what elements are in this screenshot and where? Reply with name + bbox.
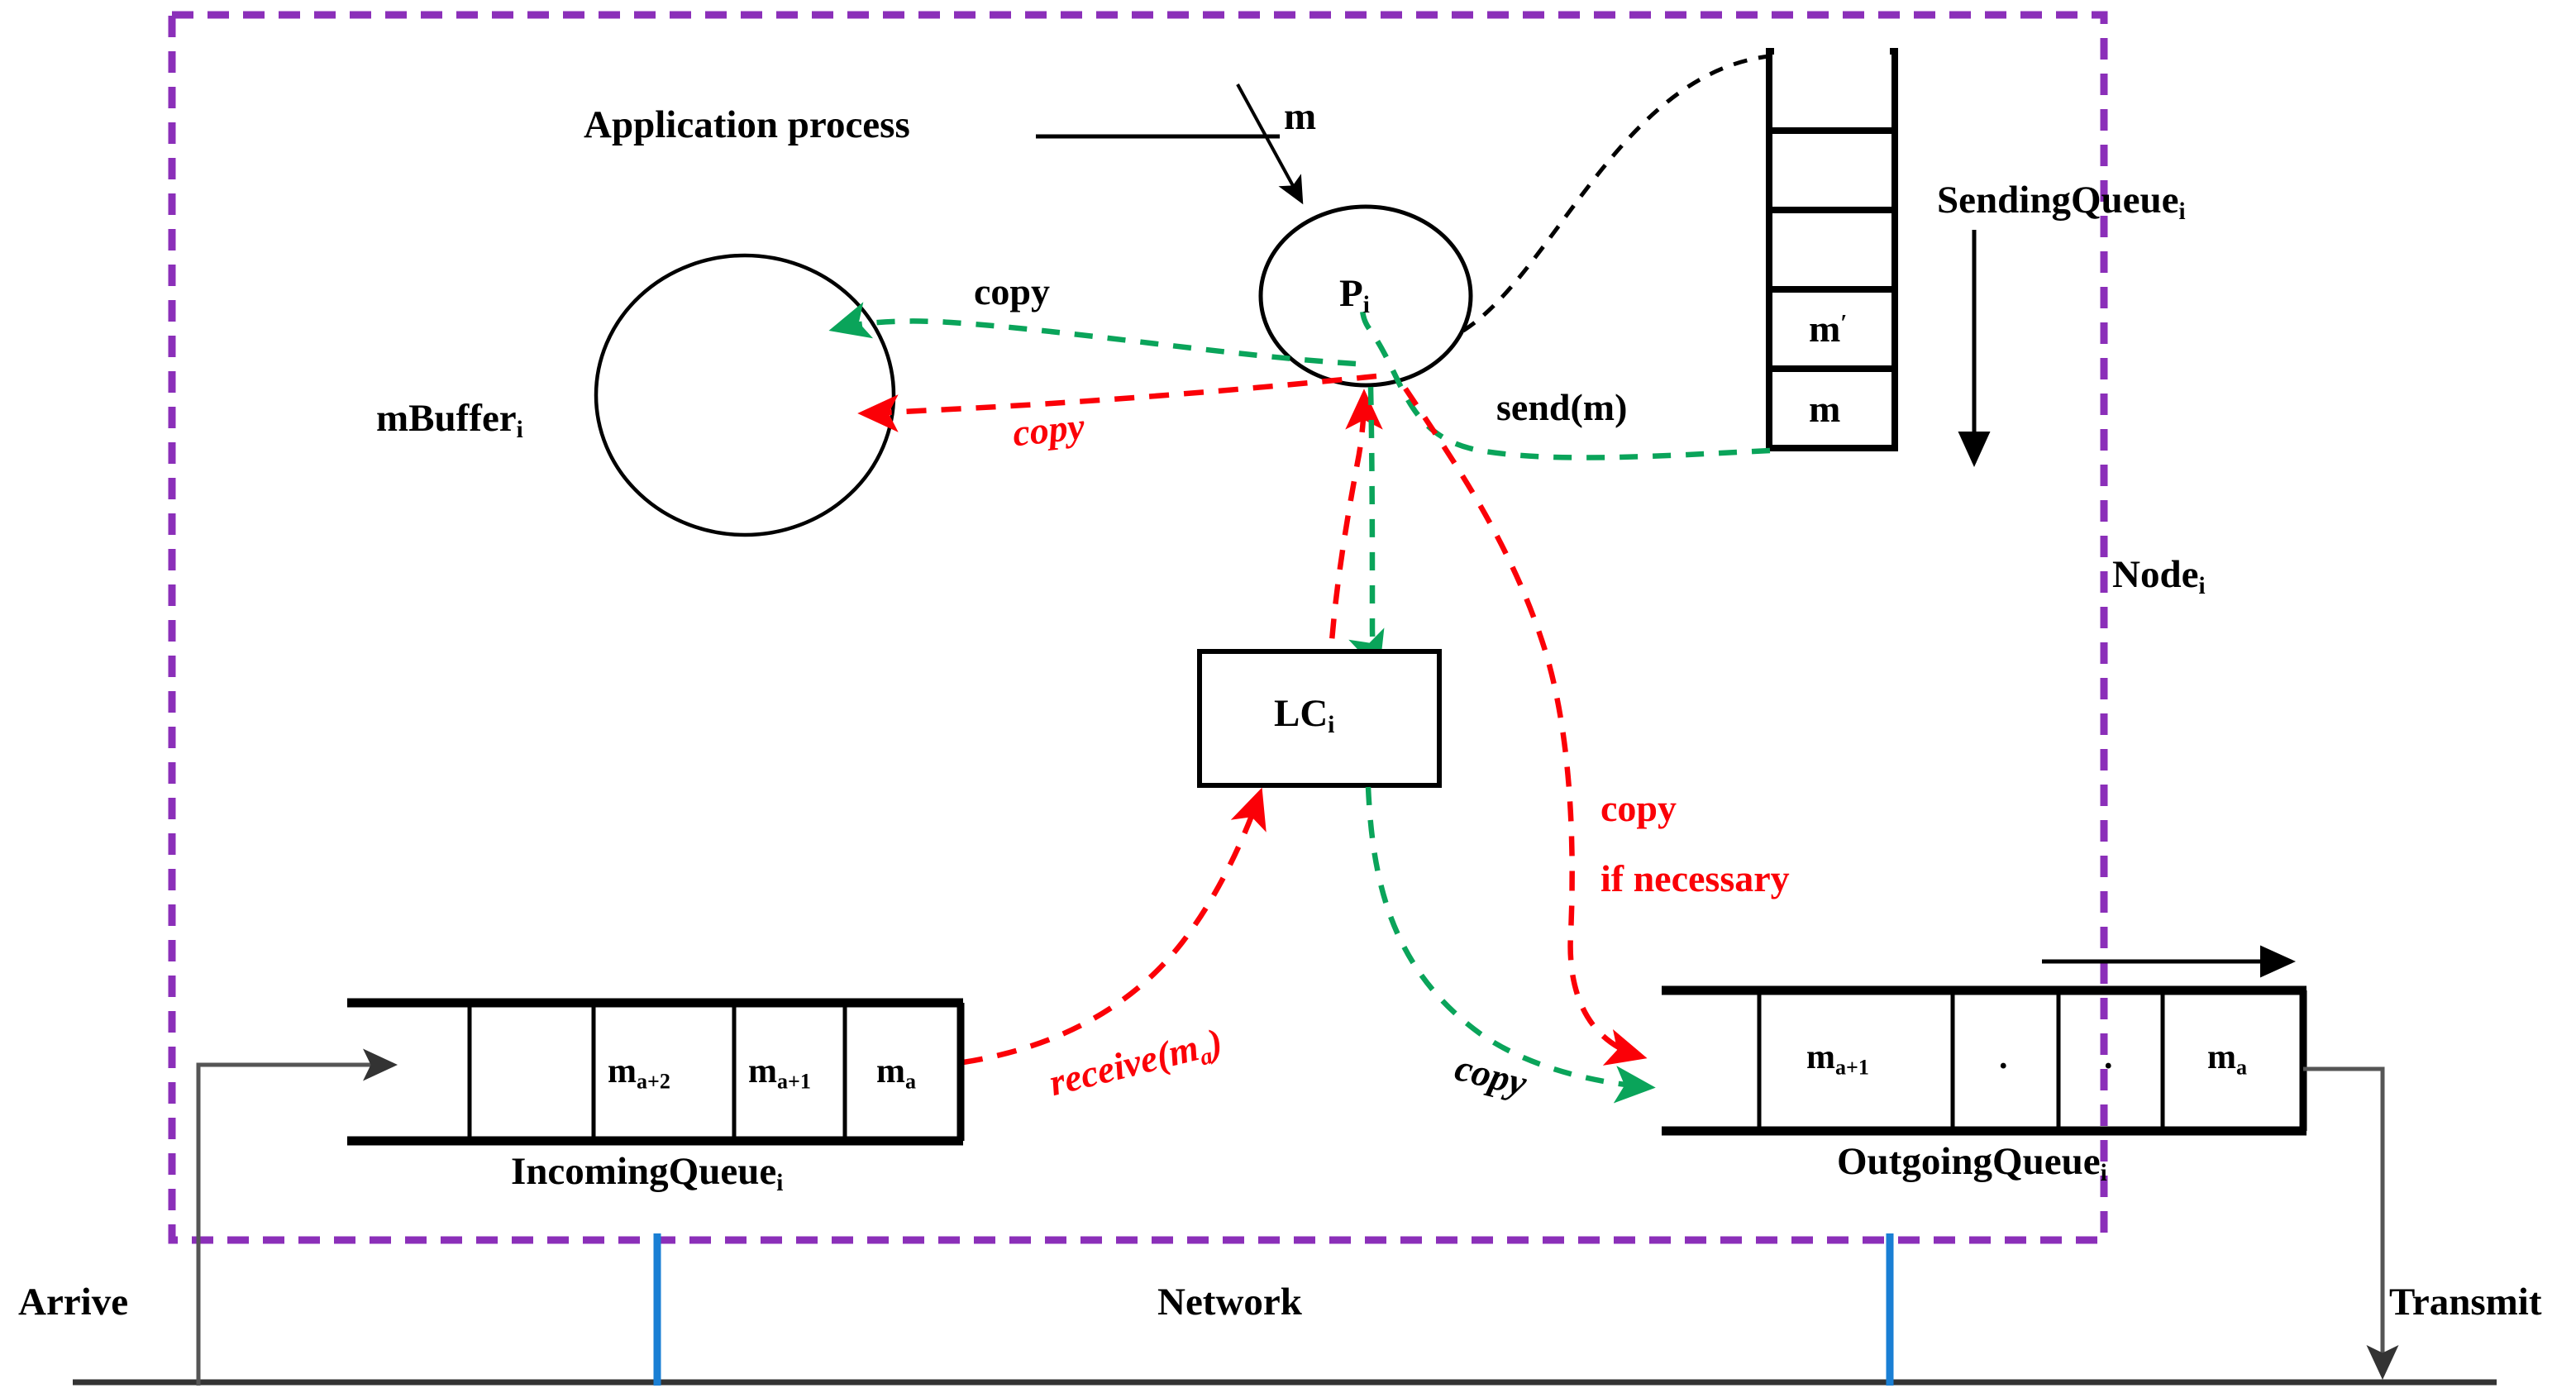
red-arrow-into-process [1326,389,1383,778]
incoming-queue-label: IncomingQueuei [511,1150,784,1197]
send-m-label: send(m) [1496,386,1628,428]
copy-red-label: copy [1010,404,1087,455]
mbuffer-label: mBufferi [376,397,523,444]
sending-queue-cell-m: m [1809,388,1841,430]
lc-box [1197,649,1442,788]
copy-red-to-mbuffer [857,373,1377,432]
sending-queue-cell-m-prime: m′ [1809,308,1848,350]
incoming-queue-box [347,998,965,1146]
copy-green-to-outgoing [1365,786,1656,1104]
sending-queue-box [1766,47,1898,451]
copy-if-necessary-line1: copy [1600,787,1677,829]
node-boundary [168,11,2108,1244]
node-label: Nodei [2112,553,2206,600]
copy-green-to-mbuffer [828,302,1357,367]
process-to-lc-flow [1348,386,1385,673]
process-label: Pi [1339,272,1370,319]
mbuffer-circle [594,253,896,537]
process-circle [1258,204,1473,388]
receive-flow [962,787,1267,1066]
outgoing-queue-cell-3: ma [2207,1038,2248,1080]
incoming-queue-cell-1: ma+2 [608,1052,670,1094]
outgoing-queue-box [1662,985,2307,1136]
copy-if-necessary-line2: if necessary [1600,857,1790,899]
incoming-queue-cell-3: ma [876,1052,917,1094]
transmit-path [2303,1066,2399,1380]
process-to-sendingqueue-curve [1462,53,1860,333]
send-m-flow [1359,307,1771,460]
outgoing-queue-cell-0: ma+1 [1806,1038,1869,1080]
arrive-path [196,1048,398,1386]
copy-green-label: copy [974,270,1050,312]
outgoing-queue-label: OutgoingQueuei [1837,1140,2107,1187]
arrive-label: Arrive [18,1281,129,1324]
outgoing-queue-cell-2: . [2104,1038,2113,1076]
lc-label: LCi [1274,692,1335,739]
message-m-label: m [1284,95,1317,138]
outgoing-queue-cell-1: . [1999,1038,2008,1076]
m-arrow [1236,83,1304,205]
transmit-label: Transmit [2389,1281,2542,1324]
incoming-queue-cell-2: ma+1 [748,1052,811,1094]
network-label: Network [1157,1281,1302,1324]
application-process-label: Application process [584,103,910,146]
sending-queue-label: SendingQueuei [1937,179,2186,226]
